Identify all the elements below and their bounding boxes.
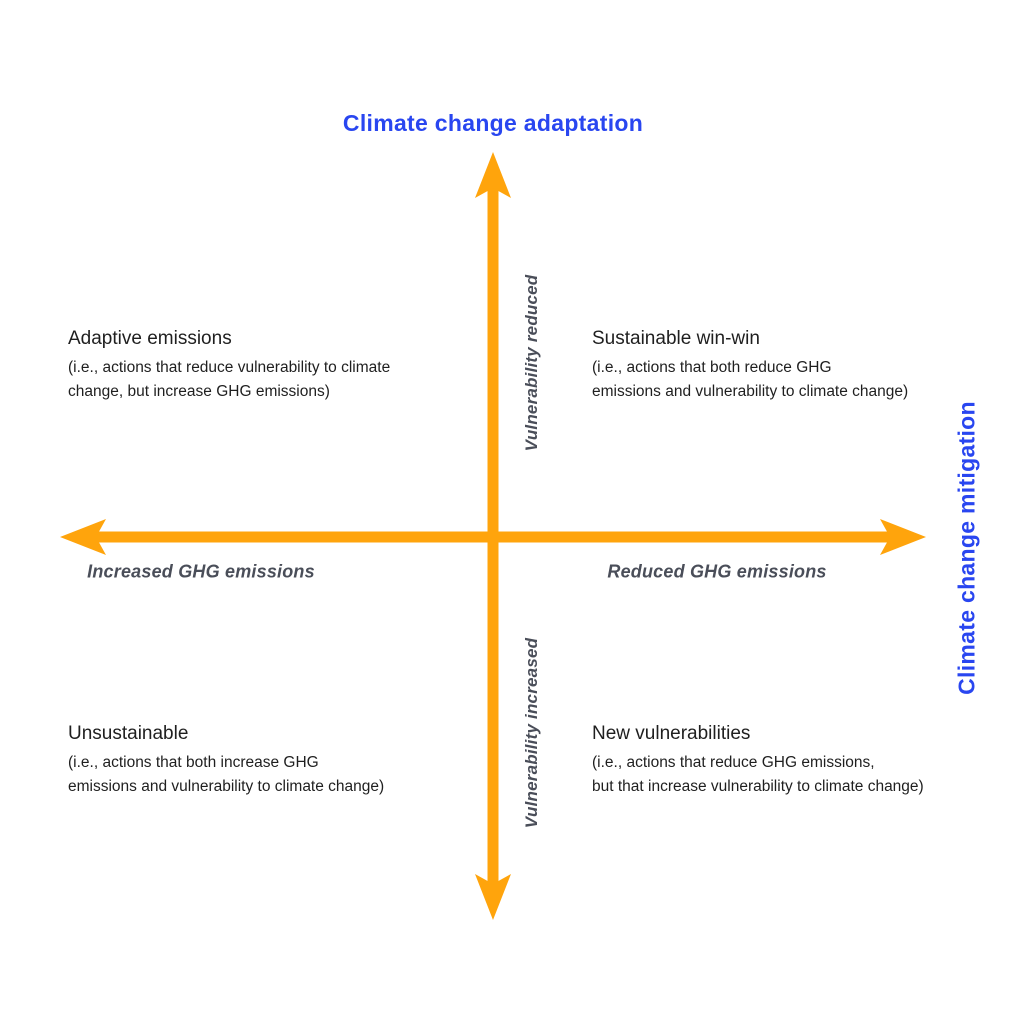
label-reduced-ghg-emissions: Reduced GHG emissions <box>607 561 827 582</box>
quadrant-description-line: but that increase vulnerability to clima… <box>592 778 924 795</box>
quadrant-description-line: (i.e., actions that reduce GHG emissions… <box>592 754 875 771</box>
arrowhead-up-icon <box>475 152 511 198</box>
arrowhead-left-icon <box>60 519 106 555</box>
label-increased-ghg-emissions: Increased GHG emissions <box>87 561 315 582</box>
quadrant-description-line: emissions and vulnerability to climate c… <box>68 778 385 795</box>
quadrant-heading: Adaptive emissions <box>68 328 232 349</box>
quadrant-heading: New vulnerabilities <box>592 723 751 744</box>
label-vulnerability-reduced: Vulnerability reduced <box>522 274 541 452</box>
quadrant-description-line: (i.e., actions that both increase GHG <box>68 754 319 771</box>
axis-title-adaptation: Climate change adaptation <box>342 110 644 136</box>
quadrant-top-left: Adaptive emissions (i.e., actions that r… <box>68 327 390 404</box>
quadrant-bottom-right: New vulnerabilities (i.e., actions that … <box>592 722 924 799</box>
quadrant-bottom-left: Unsustainable (i.e., actions that both i… <box>68 722 384 799</box>
quadrant-heading: Sustainable win-win <box>592 328 760 349</box>
quadrant-heading: Unsustainable <box>68 723 189 744</box>
quadrant-description-line: (i.e., actions that both reduce GHG <box>592 359 832 376</box>
quadrant-top-right: Sustainable win-win (i.e., actions that … <box>592 327 908 404</box>
quadrant-description-line: (i.e., actions that reduce vulnerability… <box>68 359 391 376</box>
quadrant-description-line: emissions and vulnerability to climate c… <box>592 383 909 400</box>
quadrant-description-line: change, but increase GHG emissions) <box>68 383 330 400</box>
arrowhead-right-icon <box>880 519 926 555</box>
axis-title-mitigation: Climate change mitigation <box>953 401 980 695</box>
arrowhead-down-icon <box>475 874 511 920</box>
label-vulnerability-increased: Vulnerability increased <box>522 637 541 829</box>
